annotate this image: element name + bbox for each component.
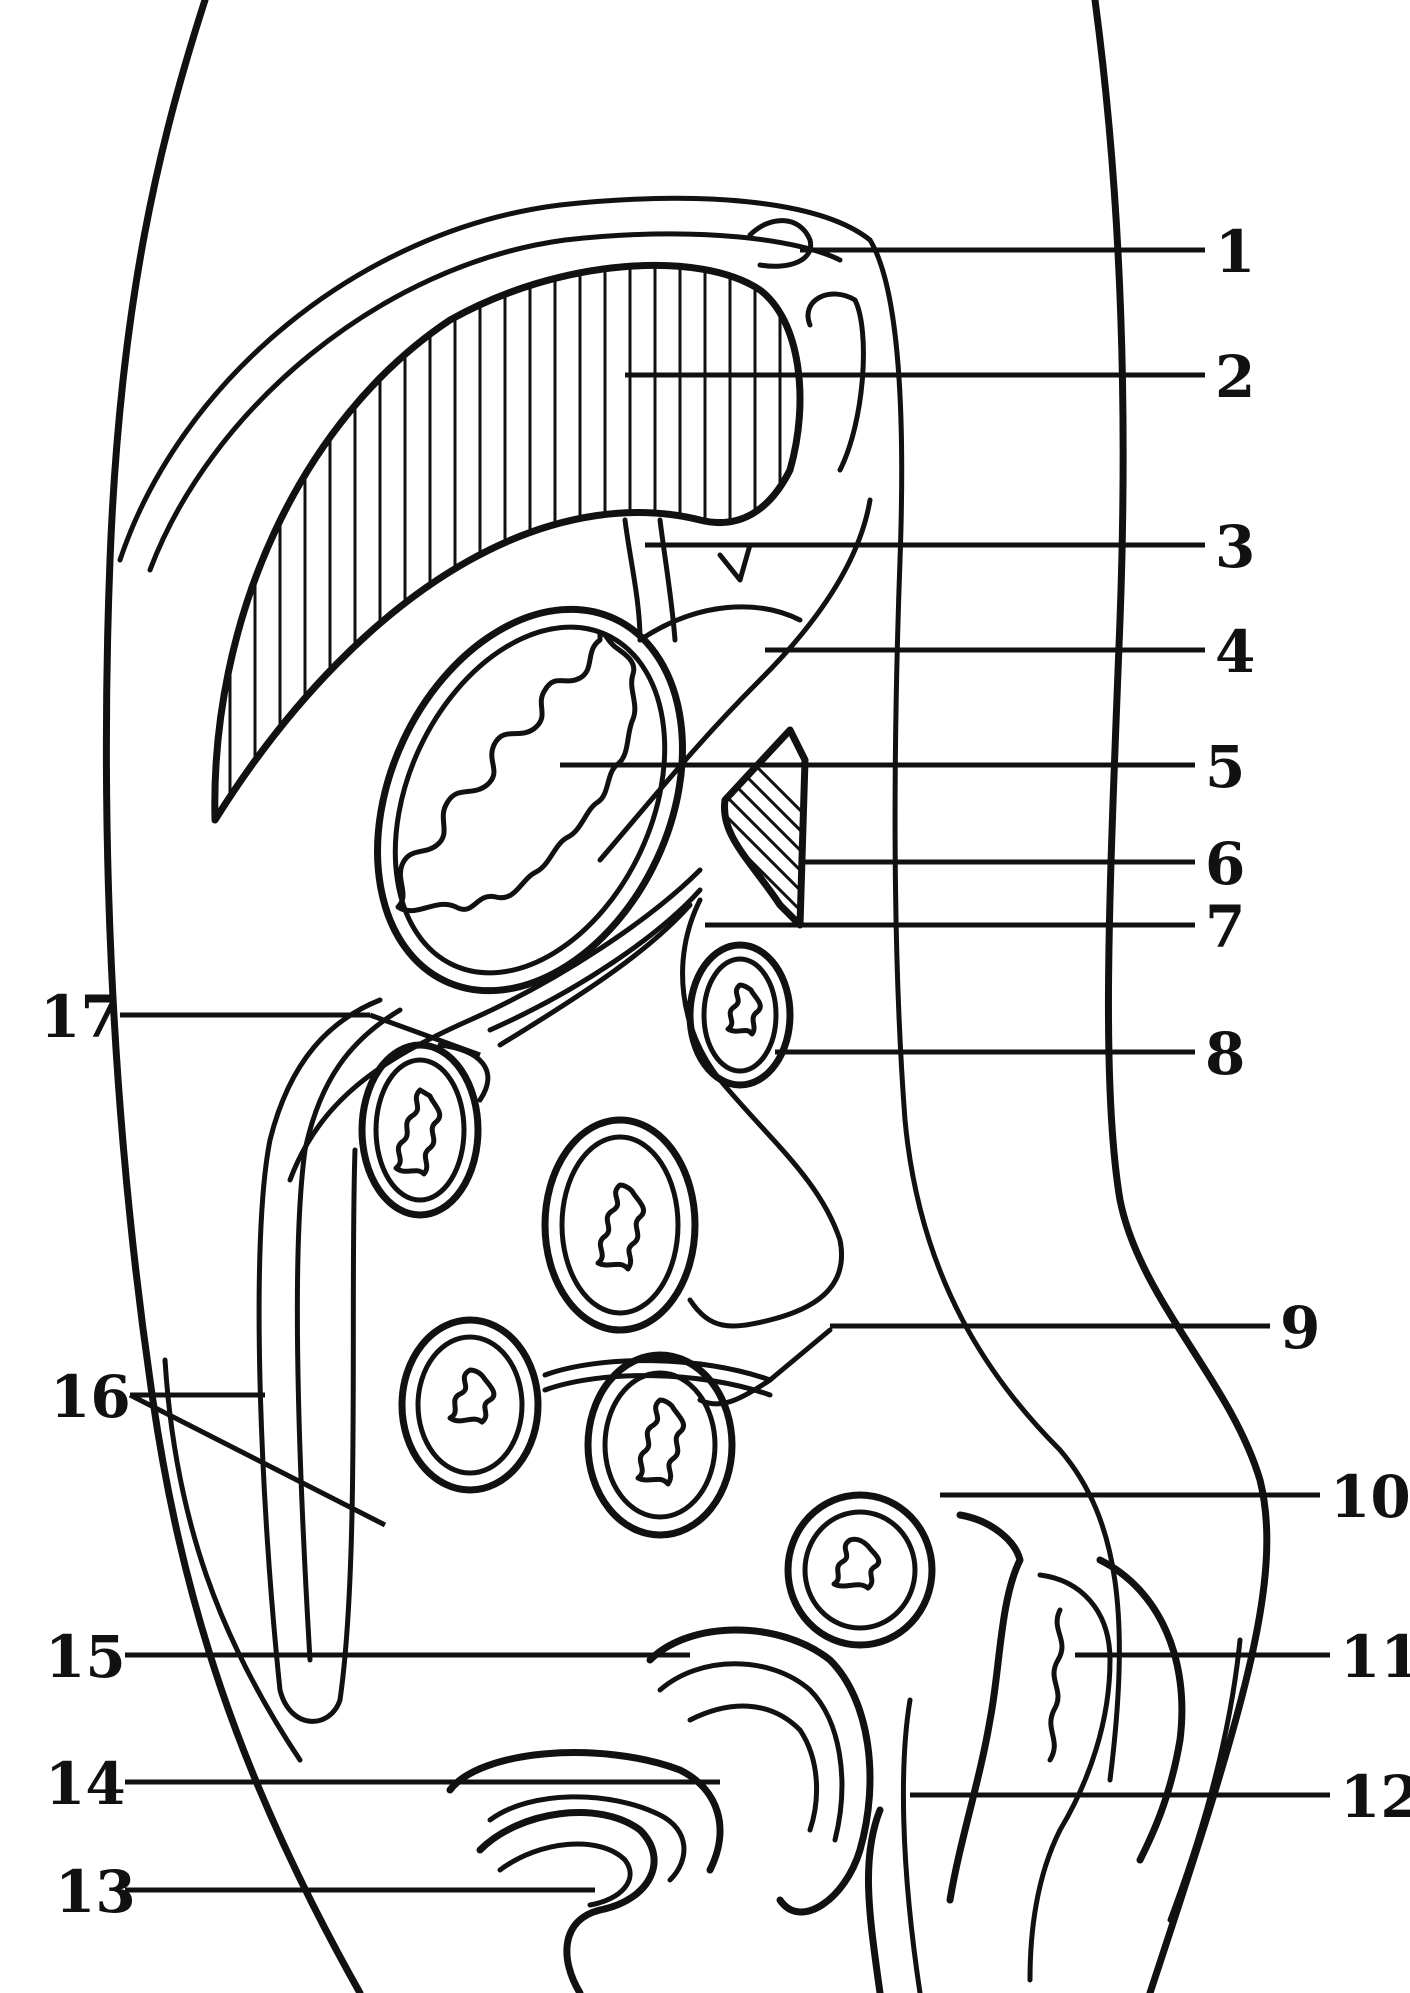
transverse-colon <box>358 1041 482 1219</box>
number-labels: 1 2 3 4 5 6 7 8 9 10 11 12 13 14 15 16 1… <box>40 218 1410 1926</box>
omental-bursa <box>597 497 873 863</box>
peritoneum <box>117 195 1122 1783</box>
mesocolon-and-omentum <box>256 867 703 1724</box>
label-12: 12 <box>1340 1763 1410 1831</box>
small-intestine-loops <box>398 1116 936 1649</box>
mesentery <box>680 897 844 1407</box>
label-9: 9 <box>1280 1294 1320 1362</box>
body-outline <box>102 0 1271 1993</box>
label-15: 15 <box>45 1623 126 1691</box>
label-10: 10 <box>1330 1463 1410 1531</box>
lesser-omentum <box>622 517 753 643</box>
label-7: 7 <box>1205 893 1245 961</box>
label-17: 17 <box>40 983 121 1051</box>
stomach <box>374 605 686 995</box>
leader-17b <box>369 1012 481 1058</box>
label-2: 2 <box>1215 343 1255 411</box>
label-11: 11 <box>1340 1623 1410 1691</box>
duodenum <box>686 941 794 1089</box>
label-14: 14 <box>45 1750 126 1818</box>
liver <box>211 261 804 824</box>
label-5: 5 <box>1205 733 1245 801</box>
label-6: 6 <box>1205 830 1245 898</box>
label-1: 1 <box>1215 218 1255 286</box>
label-13: 13 <box>55 1858 136 1926</box>
label-4: 4 <box>1215 618 1255 686</box>
leader-lines <box>120 247 1330 1893</box>
pelvic-organs <box>446 1511 1243 1993</box>
label-3: 3 <box>1215 513 1255 581</box>
label-8: 8 <box>1205 1020 1245 1088</box>
leader-16b <box>128 1392 387 1528</box>
pancreas <box>720 726 809 929</box>
liver-hatching <box>228 265 782 820</box>
subphrenic-region <box>747 218 866 473</box>
label-16: 16 <box>50 1363 131 1431</box>
